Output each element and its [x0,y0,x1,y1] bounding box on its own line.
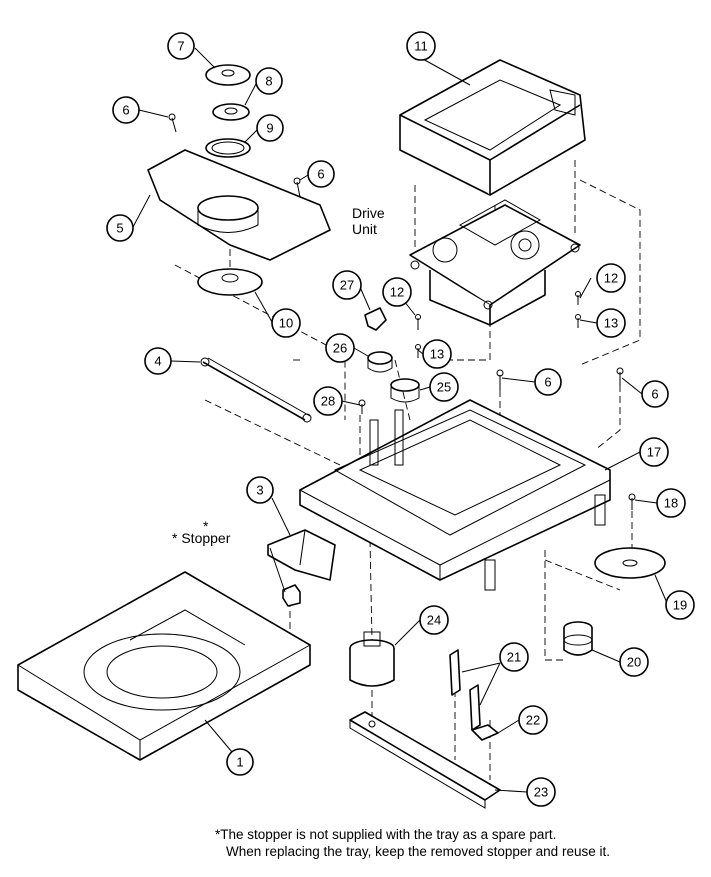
pulley-part-10 [197,268,263,296]
bracket-part-3 [267,529,336,581]
callout-24: 24 [419,605,449,635]
svg-text:17: 17 [647,445,661,460]
drive-unit-label-line1: Drive [352,205,385,221]
footnote: *The stopper is not supplied with the tr… [215,826,711,860]
lever-parts-21 [449,649,481,731]
footnote-line-2: When replacing the tray, keep the remove… [226,844,610,859]
callout-13: 13 [596,308,626,338]
callout-28: 28 [313,386,343,416]
callout-12: 12 [596,263,626,293]
drive-unit-label-line2: Unit [352,221,377,237]
svg-text:6: 6 [544,375,551,390]
callout-22: 22 [518,705,548,735]
svg-text:28: 28 [321,394,335,409]
svg-text:1: 1 [236,755,243,770]
motor-part-24 [349,631,395,687]
callout-19: 19 [665,590,695,620]
svg-text:24: 24 [427,613,441,628]
callout-1: 1 [226,748,254,776]
callout-18: 18 [656,488,686,518]
svg-text:10: 10 [279,316,293,331]
drive-cover-part [399,59,586,196]
leader-lines [132,47,668,793]
disc-part-19 [594,547,666,579]
callout-25: 25 [429,372,459,402]
svg-text:5: 5 [116,221,123,236]
roller-part-20 [563,621,593,656]
svg-text:12: 12 [604,271,618,286]
svg-text:3: 3 [256,483,263,498]
callout-17: 17 [639,437,669,467]
svg-text:23: 23 [534,785,548,800]
svg-text:6: 6 [651,387,658,402]
callout-3: 3 [246,476,274,504]
main-chassis-part [299,399,611,591]
stopper-asterisk: * [203,518,209,534]
callout-9: 9 [256,114,284,142]
svg-text:4: 4 [154,354,161,369]
gear-parts [364,307,420,403]
callout-26: 26 [325,333,355,363]
svg-text:9: 9 [266,121,273,136]
svg-text:22: 22 [526,713,540,728]
callout-12: 12 [382,277,412,307]
clamper-parts [205,64,251,158]
callout-6: 6 [112,96,140,124]
svg-text:13: 13 [430,347,444,362]
callout-10: 10 [271,308,301,338]
svg-text:8: 8 [265,74,272,89]
callout-27: 27 [332,270,362,300]
callout-21: 21 [499,642,529,672]
guide-shaft-part [200,357,312,423]
stopper-part [282,584,301,607]
callout-4: 4 [144,347,172,375]
svg-text:6: 6 [317,167,324,182]
callout-6: 6 [307,160,335,188]
svg-text:7: 7 [177,39,184,54]
svg-text:19: 19 [673,598,687,613]
screws [168,113,636,510]
stopper-label: * Stopper [172,530,231,546]
svg-text:26: 26 [333,341,347,356]
svg-text:21: 21 [507,650,521,665]
callout-6: 6 [641,380,669,408]
callout-20: 20 [619,647,649,677]
callout-11: 11 [406,31,436,61]
drive-unit-part [409,199,581,326]
callout-7: 7 [167,32,195,60]
svg-text:12: 12 [390,285,404,300]
callout-6: 6 [534,368,562,396]
callout-23: 23 [526,777,556,807]
svg-text:27: 27 [340,278,354,293]
svg-text:18: 18 [664,496,678,511]
svg-text:25: 25 [437,380,451,395]
footnote-line-1: *The stopper is not supplied with the tr… [215,827,557,842]
svg-text:20: 20 [627,655,641,670]
callout-5: 5 [106,214,134,242]
svg-text:13: 13 [604,316,618,331]
svg-text:11: 11 [414,39,428,54]
callout-13: 13 [422,339,452,369]
disc-tray-part [17,571,311,761]
callout-8: 8 [255,67,283,95]
svg-text:6: 6 [122,103,129,118]
alignment-dashed-lines [174,160,641,780]
tray-plate-part [147,149,331,261]
